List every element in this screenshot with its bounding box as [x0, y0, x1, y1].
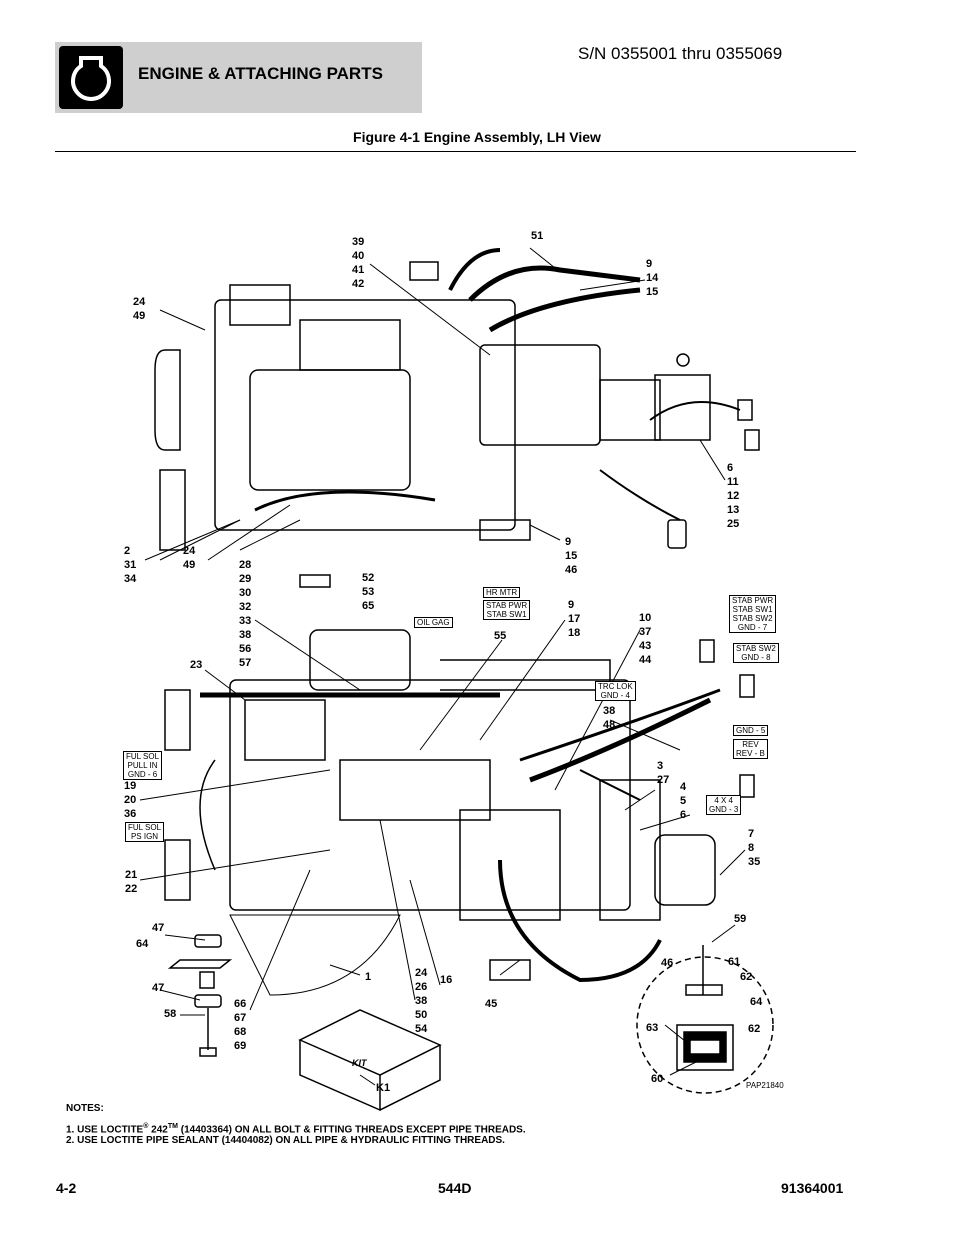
model-number: 544D [438, 1180, 472, 1196]
callout-39-42: 39 40 41 42 [352, 236, 365, 290]
figure-code: PAP21840 [746, 1081, 784, 1090]
callout-6-25: 6 11 12 13 25 [727, 462, 740, 530]
callout-2-31-34: 2 31 34 [124, 545, 137, 585]
callout-64-detail: 64 [750, 996, 763, 1008]
header-rule [55, 151, 856, 152]
callout-62-top: 62 [740, 971, 753, 983]
callout-47-top: 47 [152, 922, 165, 934]
callout-64-left: 64 [136, 938, 149, 950]
note-1-text-a: 1. USE LOCTITE [66, 1124, 144, 1136]
callout-21-22: 21 22 [125, 869, 138, 895]
tag-gnd-5: GND - 5 [733, 725, 769, 736]
engine-outline-icon [59, 46, 123, 109]
callout-23: 23 [190, 659, 203, 671]
callout-61: 61 [728, 956, 741, 968]
callout-62-bottom: 62 [748, 1023, 761, 1035]
page-number: 4-2 [56, 1180, 77, 1196]
callout-28-57: 28 29 30 32 33 38 56 57 [239, 559, 252, 669]
notes-heading: NOTES: [66, 1103, 104, 1114]
serial-range: S/N 0355001 thru 0355069 [578, 44, 783, 63]
kit-box [298, 1009, 442, 1112]
callout-46: 46 [661, 957, 674, 969]
tag-4x4: 4 X 4 GND - 3 [706, 795, 742, 815]
callout-k1: K1 [376, 1082, 391, 1094]
tag-rev: REV REV - B [733, 739, 768, 759]
callout-45: 45 [485, 998, 498, 1010]
note-1: 1. USE LOCTITE® 242TM (14403364) ON ALL … [66, 1123, 526, 1135]
mount-detail-circle [636, 945, 774, 1094]
upper-engine-view [154, 248, 760, 588]
note-1-text-b: 242 [148, 1124, 168, 1136]
kit-label: KIT [352, 1058, 367, 1068]
callout-10-44: 10 37 43 44 [639, 612, 652, 666]
callout-24-54: 24 26 38 50 54 [415, 967, 428, 1035]
callout-4-5-6: 4 5 6 [680, 781, 687, 821]
tag-ful-sol-pull-in: FUL SOL PULL IN GND - 6 [123, 751, 163, 780]
section-title: ENGINE & ATTACHING PARTS [138, 64, 383, 83]
callout-59: 59 [734, 913, 747, 925]
lower-engine-view [164, 629, 755, 996]
callout-7-8-35: 7 8 35 [748, 828, 761, 868]
callout-3-27: 3 27 [657, 760, 670, 786]
mount-hardware [167, 934, 233, 1057]
callout-63: 63 [646, 1022, 659, 1034]
callout-24-49-mid: 24 49 [183, 545, 196, 571]
callout-52-53-65: 52 53 65 [362, 572, 375, 612]
tag-trc-lok: TRC LOK GND - 4 [595, 681, 636, 701]
note-1-trademark: TM [167, 1123, 178, 1130]
callout-38-48: 38 48 [603, 705, 616, 731]
callout-47-bottom: 47 [152, 982, 165, 994]
note-1-registered: ® [143, 1123, 149, 1130]
callout-9-15-46: 9 15 46 [565, 536, 578, 576]
tag-ful-sol-ps-ign: FUL SOL PS IGN [125, 822, 165, 842]
callout-9-14-15: 9 14 15 [646, 258, 659, 298]
callout-66-69: 66 67 68 69 [234, 998, 247, 1052]
callout-9-17-18: 9 17 18 [568, 599, 581, 639]
callout-60: 60 [651, 1073, 664, 1085]
callout-58: 58 [164, 1008, 177, 1020]
callout-16: 16 [440, 974, 453, 986]
callout-19-20-36: 19 20 36 [124, 780, 137, 820]
callout-1: 1 [365, 971, 372, 983]
document-number: 91364001 [781, 1180, 844, 1196]
tag-hr-mtr: HR MTR [483, 587, 521, 598]
tag-oil-gag: OIL GAG [414, 617, 453, 628]
note-1-text-c: (14403364) ON ALL BOLT & FITTING THREADS… [177, 1124, 526, 1136]
leader-lines [139, 247, 746, 1086]
figure-title: Figure 4-1 Engine Assembly, LH View [353, 129, 601, 145]
tag-stab-pwr-sw1: STAB PWR STAB SW1 [483, 600, 531, 620]
callout-51: 51 [531, 230, 544, 242]
note-2: 2. USE LOCTITE PIPE SEALANT (14404082) O… [66, 1135, 505, 1146]
callout-55: 55 [494, 630, 507, 642]
tag-stab-block: STAB PWR STAB SW1 STAB SW2 GND - 7 [729, 595, 777, 633]
callout-24-49-top: 24 49 [133, 296, 146, 322]
tag-stab-sw2: STAB SW2 GND - 8 [733, 643, 779, 663]
